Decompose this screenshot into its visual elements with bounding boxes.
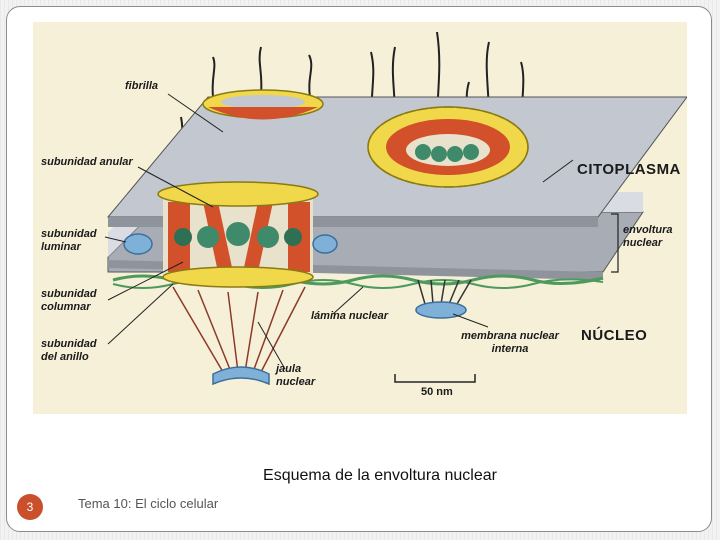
label-fibrilla: fibrilla <box>125 80 159 92</box>
luminal-subunit-right <box>312 234 338 254</box>
label-scale: 50 nm <box>421 386 453 398</box>
caption-emphasis: envoltura nuclear <box>374 467 497 484</box>
slide-caption: Esquema de la envoltura nuclear <box>0 467 720 485</box>
nuclear-envelope-diagram <box>104 31 687 386</box>
envelope-bracket <box>611 213 619 273</box>
pore-complex-cutaway <box>157 181 319 288</box>
label-subunidad-luminar: subunidad luminar <box>41 228 97 253</box>
label-nucleo: NÚCLEO <box>581 327 648 344</box>
label-jaula-nuclear: jaula nuclear <box>276 363 316 388</box>
label-subunidad-anillo: subunidad del anillo <box>41 338 97 363</box>
caption-prefix: Esquema de la <box>263 467 375 484</box>
slide-footer: Tema 10: El ciclo celular <box>78 496 219 511</box>
nuclear-envelope-figure: fibrilla subunidad anular subunidad lumi… <box>33 22 687 414</box>
basket-ring <box>212 366 270 386</box>
label-subunidad-columnar: subunidad columnar <box>41 288 97 313</box>
leader-lines <box>104 93 574 370</box>
nuclear-basket <box>172 286 306 373</box>
slide-number-badge: 3 <box>17 494 43 520</box>
label-lamina-nuclear: lámina nuclear <box>311 310 389 322</box>
luminal-subunit-left <box>123 233 153 255</box>
label-envoltura-nuclear: envoltura nuclear <box>623 224 673 249</box>
label-membrana-interna: membrana nuclear interna <box>461 330 559 355</box>
scale-bar <box>394 374 476 383</box>
label-subunidad-anular: subunidad anular <box>41 156 133 168</box>
label-citoplasma: CITOPLASMA <box>577 161 681 178</box>
